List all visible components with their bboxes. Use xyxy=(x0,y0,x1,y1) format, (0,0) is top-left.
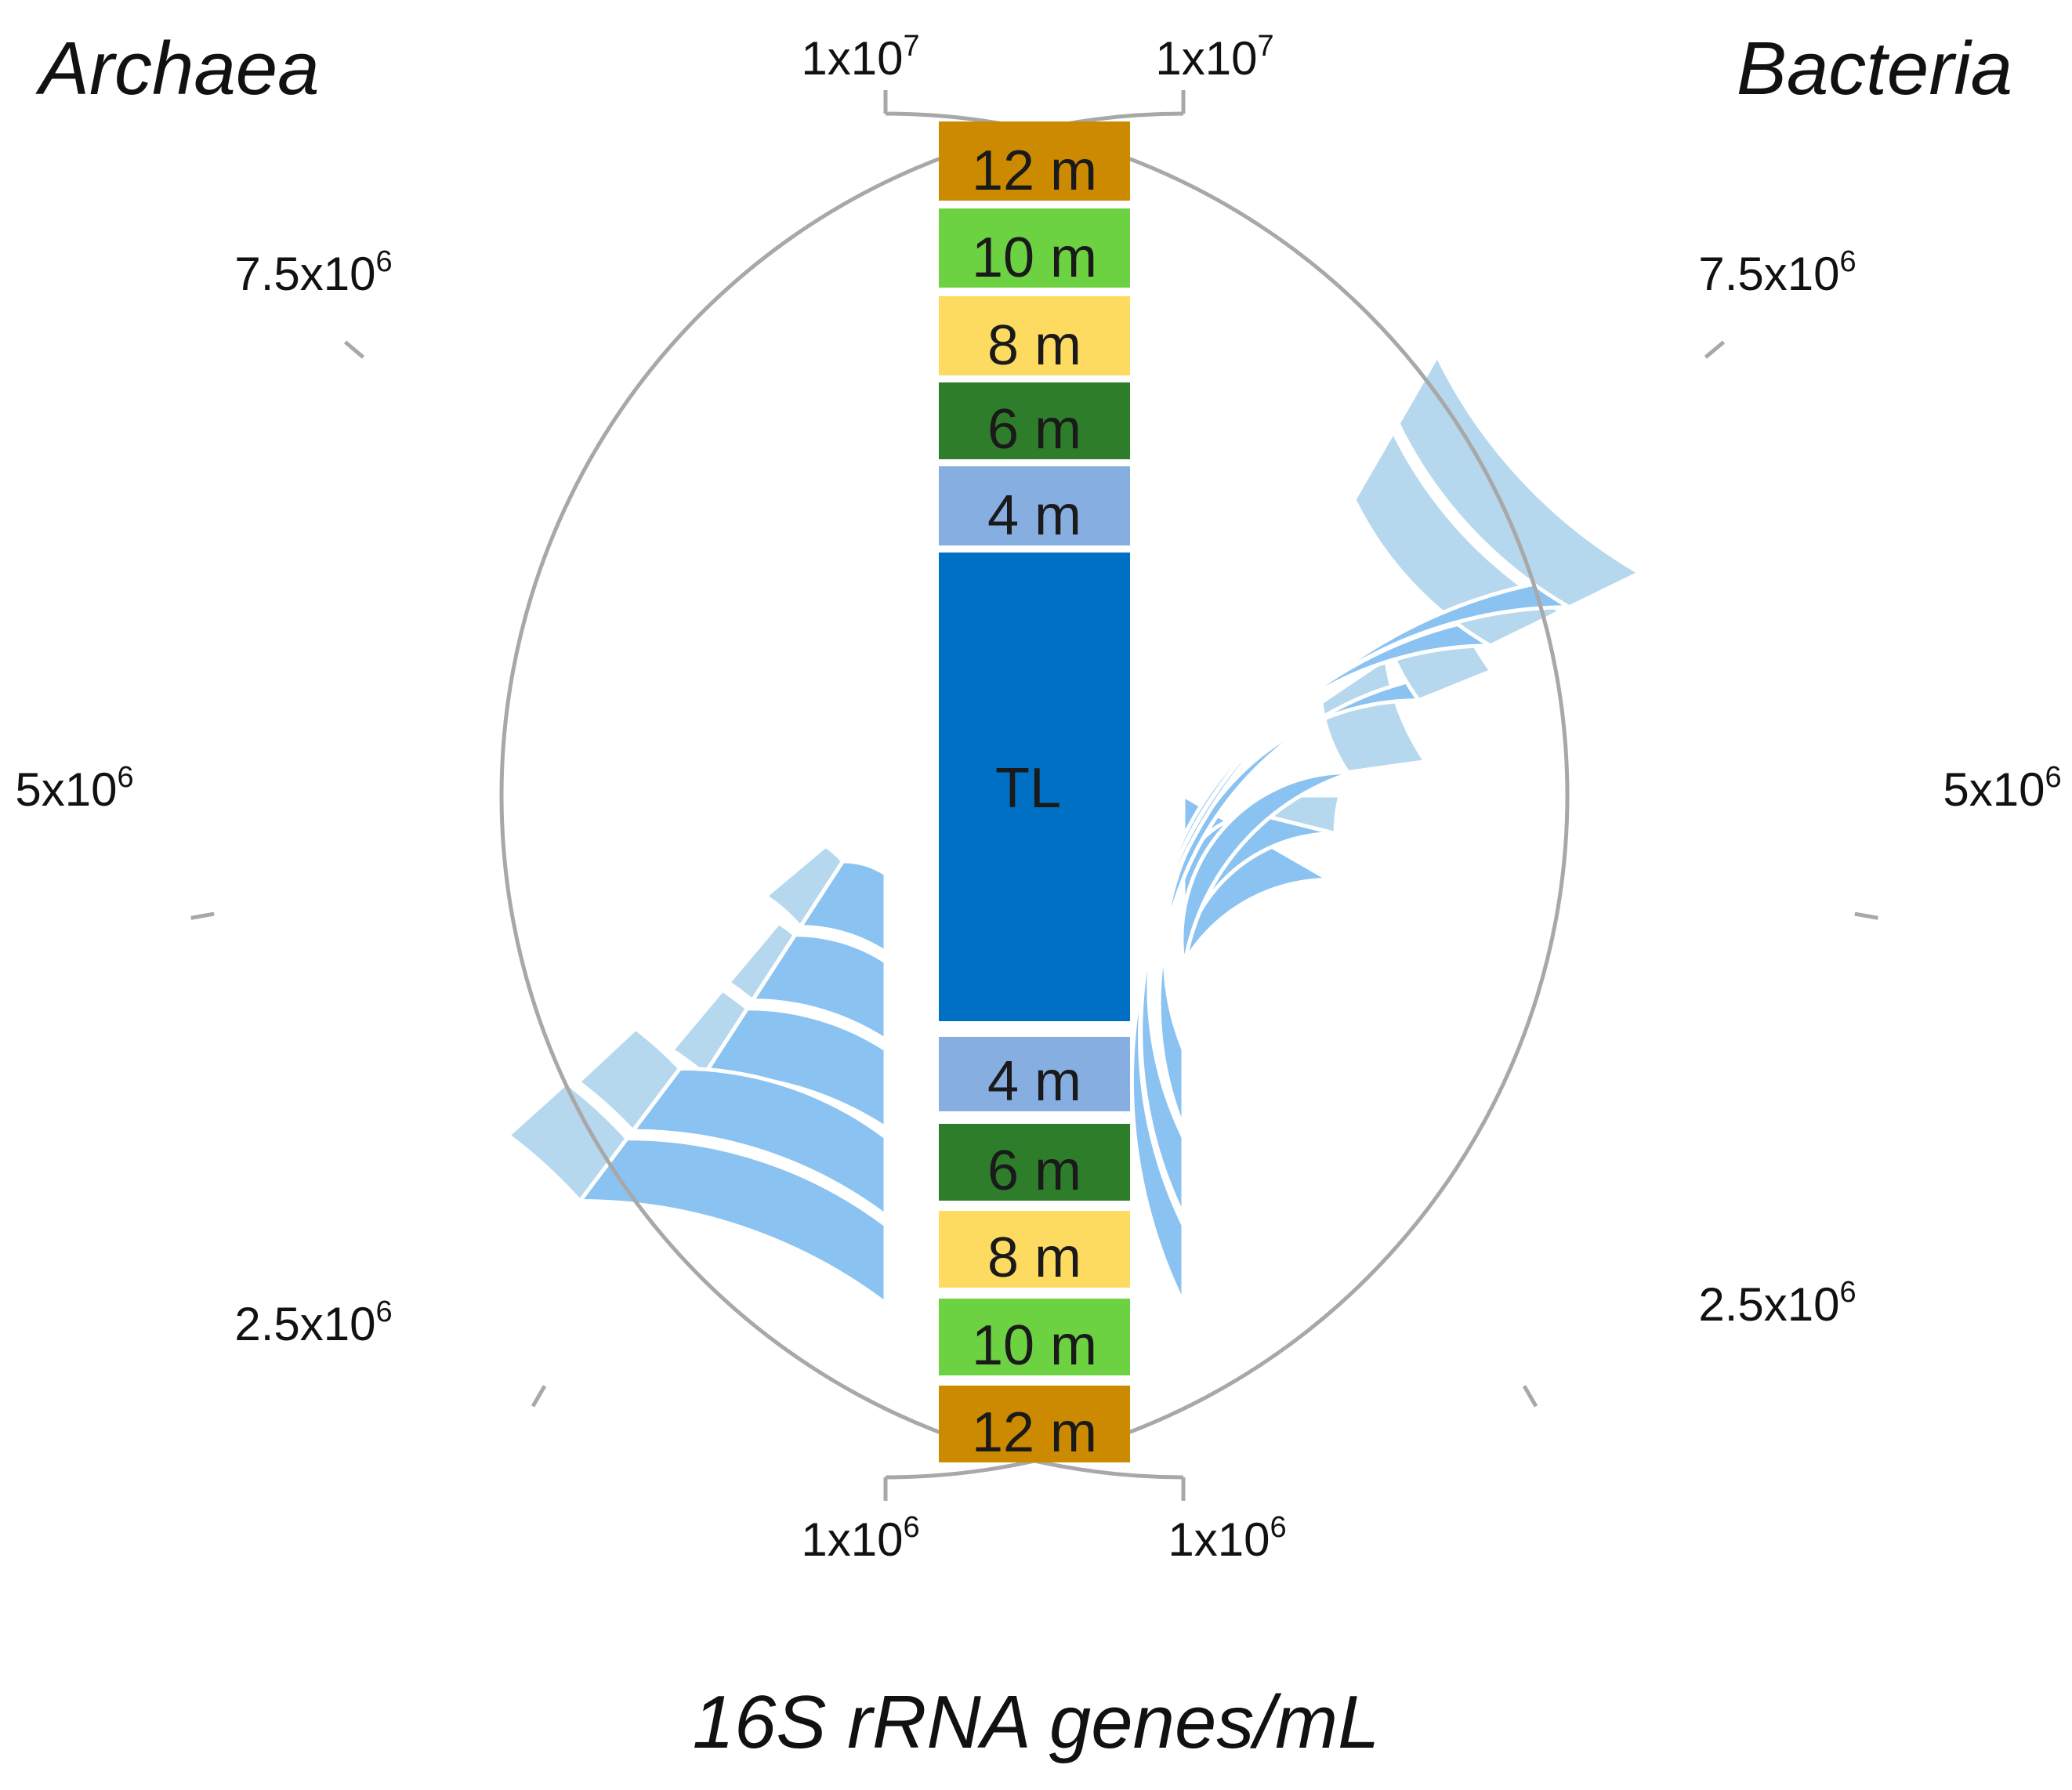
depth-band-12m-10 xyxy=(939,1386,1130,1462)
ring-group xyxy=(505,351,1644,1308)
axis-arc-archaea xyxy=(885,111,1570,1480)
axis-title: 16S rRNA genes/mL xyxy=(693,1680,1380,1764)
axis-tick-archaea-2 xyxy=(190,911,215,920)
ring-upper-archaea-8m xyxy=(668,987,750,1078)
depth-band-label-7: 6 m xyxy=(987,1140,1081,1202)
ring-upper-bacteria-12m xyxy=(1396,351,1644,610)
depth-band-label-9: 10 m xyxy=(972,1314,1097,1377)
tick-label-archaea-3: 7.5x106 xyxy=(234,245,392,300)
depth-band-10m-9 xyxy=(939,1299,1130,1375)
depth-band-label-10: 12 m xyxy=(972,1401,1097,1464)
depth-band-label-6: 4 m xyxy=(987,1050,1081,1113)
tick-label-bacteria-4: 1x107 xyxy=(1155,30,1273,85)
axis-group xyxy=(190,90,1878,1501)
tick-label-archaea-0: 1x106 xyxy=(801,1511,919,1566)
depth-band-tl-5 xyxy=(939,553,1130,1021)
depth-band-8m-8 xyxy=(939,1211,1130,1288)
axis-tick-bacteria-3 xyxy=(1704,340,1726,359)
depth-band-label-5: TL xyxy=(995,757,1061,820)
ring-upper-archaea-10m xyxy=(575,1026,683,1134)
axis-tick-archaea-1 xyxy=(531,1385,547,1408)
ring-upper-archaea-4m xyxy=(762,843,846,930)
axis-tick-bacteria-2 xyxy=(1854,911,1878,920)
depth-band-12m-0 xyxy=(939,121,1130,201)
tick-label-archaea-4: 1x107 xyxy=(801,30,919,85)
depth-band-6m-7 xyxy=(939,1124,1130,1201)
depth-band-4m-4 xyxy=(939,466,1130,545)
depth-band-6m-3 xyxy=(939,382,1130,459)
tick-label-bacteria-1: 2.5x106 xyxy=(1698,1276,1856,1331)
tick-label-group: 1x106 2.5x106 5x106 7.5x106 1x107 1x106 2.5x10… xyxy=(15,30,2061,1566)
depth-band-label-1: 10 m xyxy=(972,226,1097,289)
axis-arc-bacteria xyxy=(499,111,1184,1480)
depth-band-4m-6 xyxy=(939,1037,1130,1111)
ring-upper-archaea-6m xyxy=(725,920,798,1004)
depth-band-group: 12 m 10 m 8 m 6 m 4 m TL 4 m 6 m 8 m 10 m 12 m xyxy=(939,121,1130,1464)
depth-band-label-8: 8 m xyxy=(987,1227,1081,1289)
depth-band-label-0: 12 m xyxy=(972,140,1097,202)
tick-label-bacteria-2: 5x106 xyxy=(1943,761,2061,816)
panel-title-bacteria: Bacteria xyxy=(1737,27,2012,111)
tick-label-archaea-1: 2.5x106 xyxy=(234,1295,392,1350)
tick-label-bacteria-0: 1x106 xyxy=(1168,1511,1286,1566)
depth-band-label-4: 4 m xyxy=(987,484,1081,547)
axis-tick-bacteria-1 xyxy=(1522,1385,1538,1408)
axis-tick-archaea-3 xyxy=(343,340,365,359)
depth-band-label-2: 8 m xyxy=(987,314,1081,377)
tick-label-archaea-2: 5x106 xyxy=(15,761,133,816)
panel-title-archaea: Archaea xyxy=(35,27,320,111)
depth-band-8m-2 xyxy=(939,296,1130,375)
depth-band-10m-1 xyxy=(939,208,1130,288)
tick-label-bacteria-3: 7.5x106 xyxy=(1698,245,1856,300)
depth-band-label-3: 6 m xyxy=(987,398,1081,461)
